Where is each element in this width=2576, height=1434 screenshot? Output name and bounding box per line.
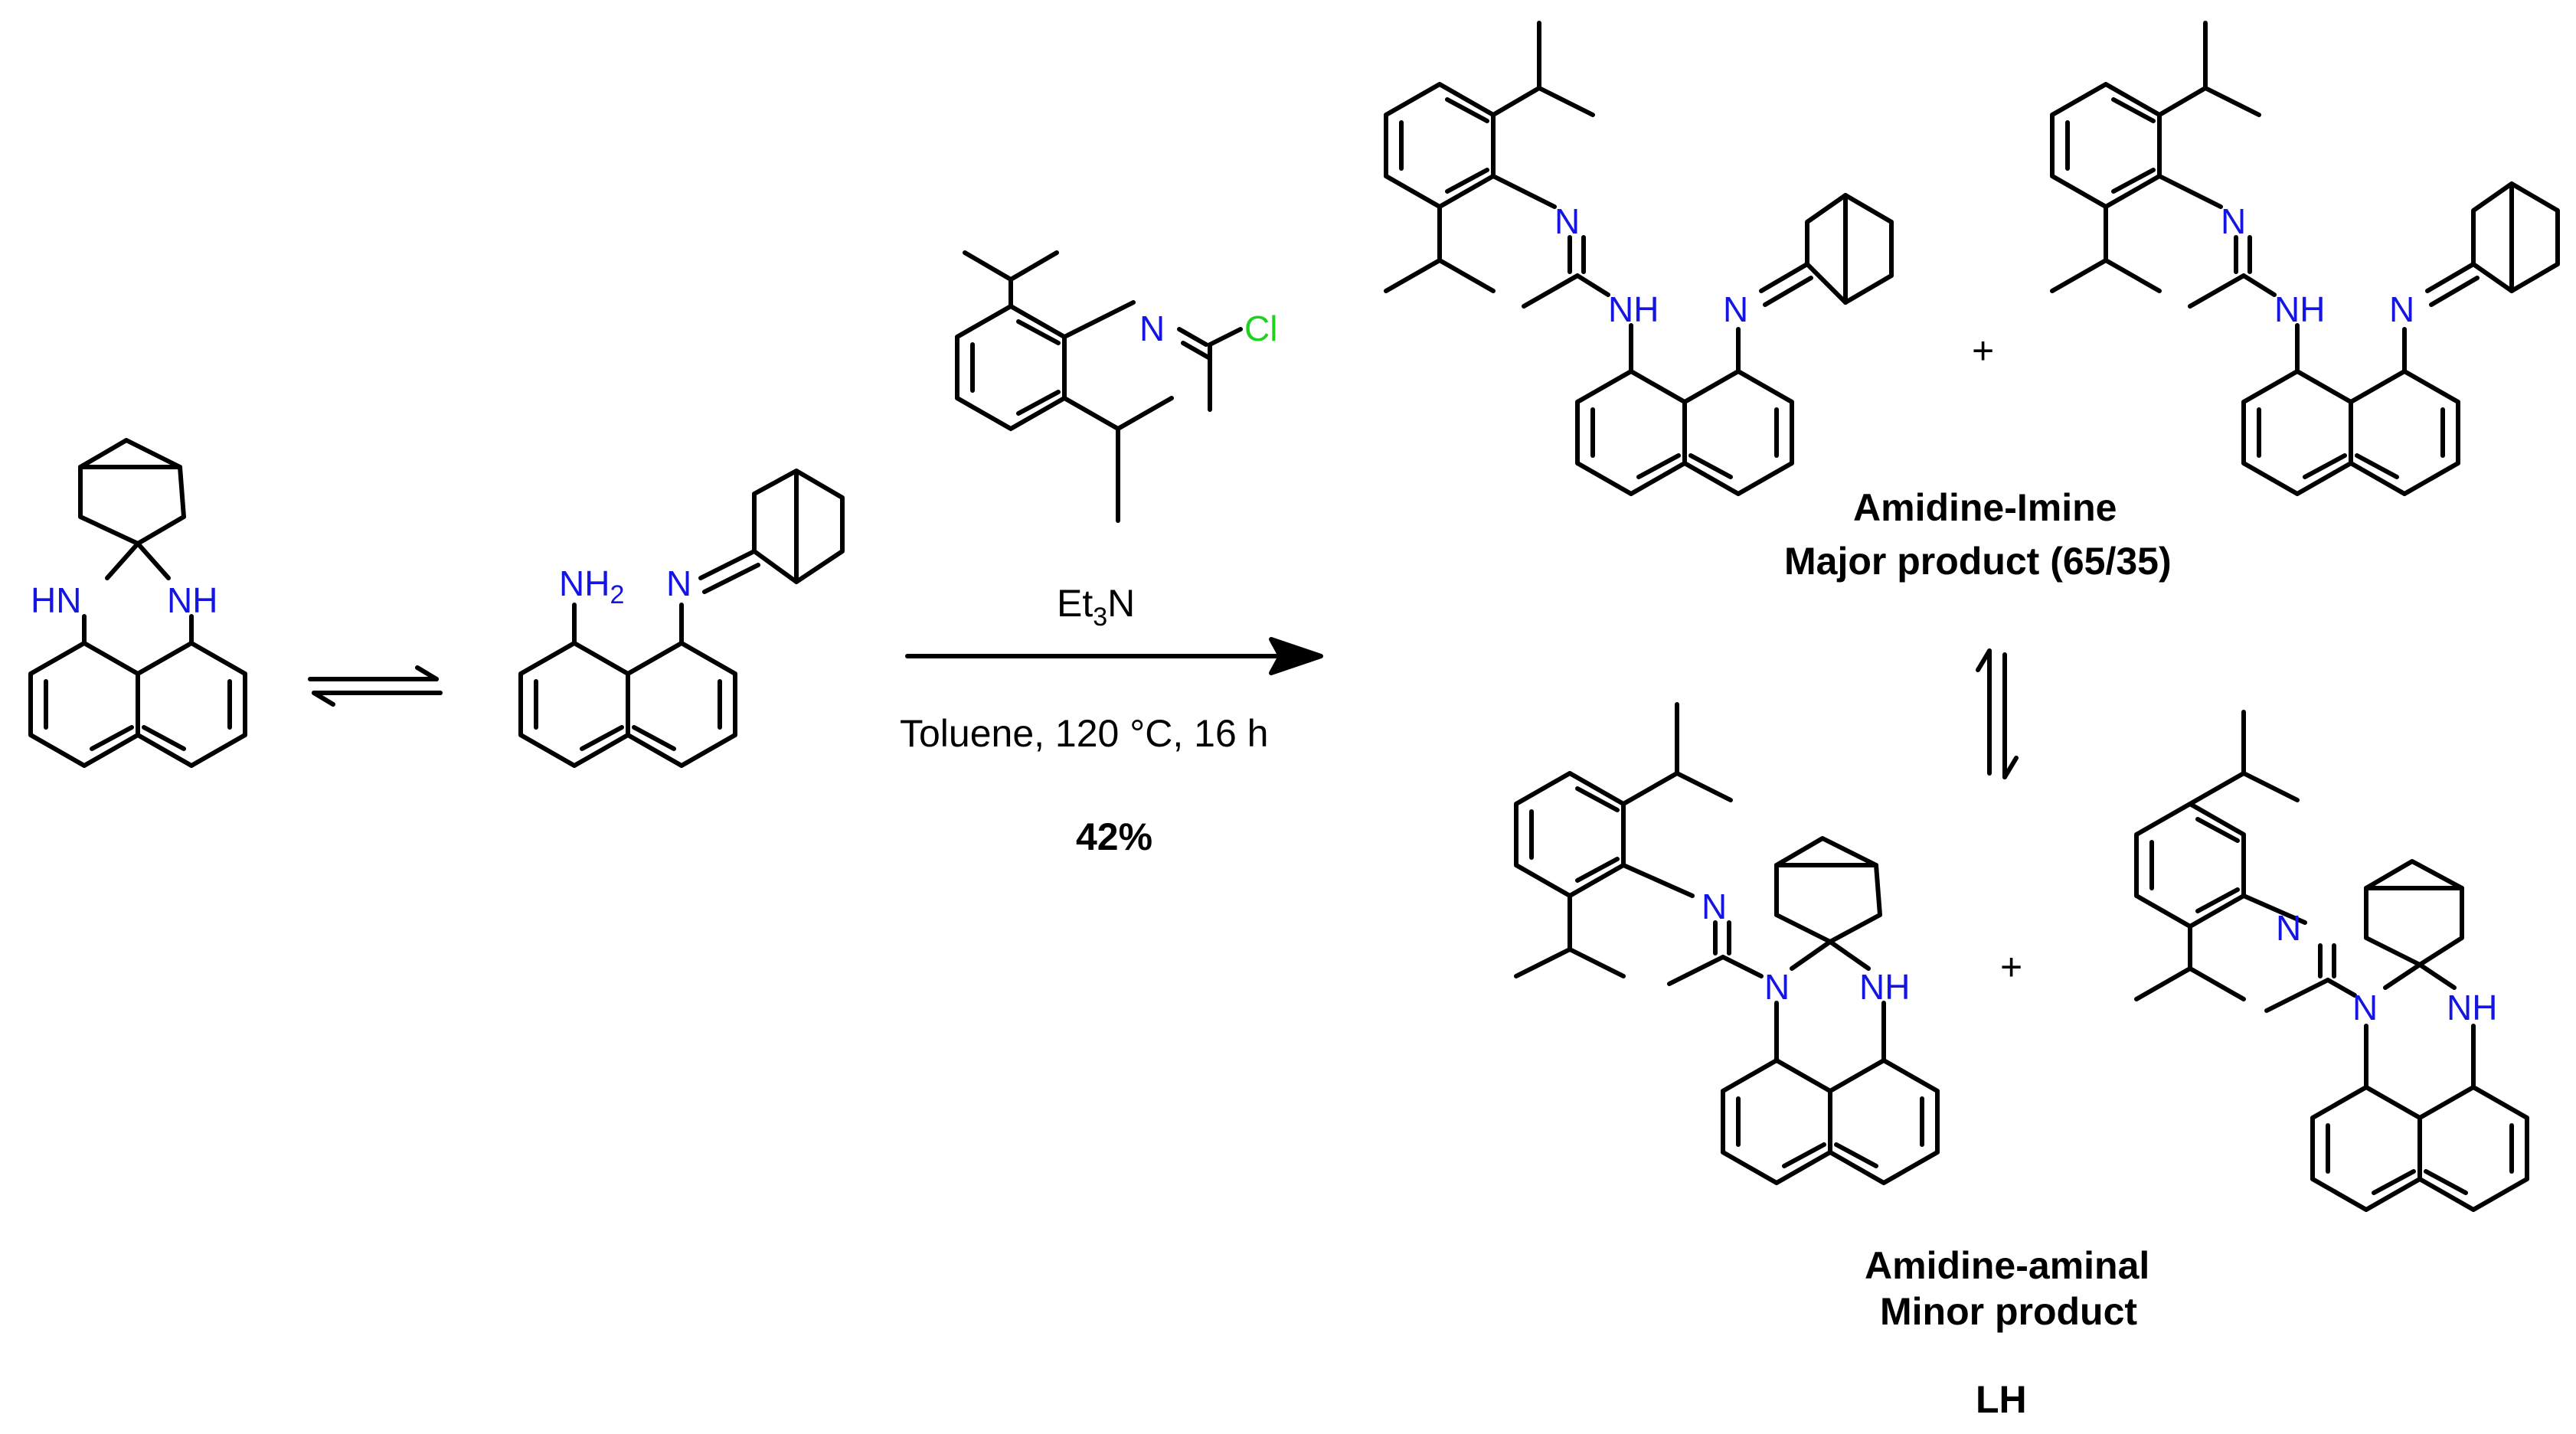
amidine-n-label: N	[2221, 201, 2246, 241]
minor-product-title: Amidine-aminal	[1865, 1244, 2149, 1287]
amidine-nh-label: NH	[1608, 289, 1659, 329]
imine-n-label: N	[666, 563, 691, 603]
reagent-n-label: N	[1139, 309, 1165, 348]
aminal-n-label: N	[1764, 967, 1790, 1007]
amidine-imine-product-1: N NH N	[1384, 21, 1894, 496]
spiro-aminal-molecule: HN NH	[28, 438, 247, 768]
aminal-nh-label: NH	[1859, 967, 1910, 1007]
major-product-title: Amidine-Imine	[1853, 486, 2117, 529]
amidine-aminal-product-2: N N NH	[2134, 710, 2529, 1212]
amidine-n-label: N	[1554, 201, 1580, 241]
amidine-n-label: N	[1702, 887, 1727, 926]
nh-label: NH	[167, 580, 217, 620]
aminal-n-label: N	[2352, 988, 2378, 1027]
amidine-n-label: N	[2276, 908, 2301, 948]
amidine-imine-product-2: N NH N	[2050, 21, 2560, 496]
plus-sign-bottom: +	[2000, 946, 2022, 988]
yield-label: 42%	[1076, 815, 1152, 858]
equilibrium-arrows-vertical	[1976, 648, 2019, 779]
hn-label: HN	[31, 580, 81, 620]
major-product-subtitle: Major product (65/35)	[1784, 540, 2172, 583]
aminal-nh-label: NH	[2447, 988, 2497, 1027]
conditions-label: Toluene, 120 °C, 16 h	[900, 712, 1268, 755]
reaction-arrow	[905, 637, 1323, 675]
imidoyl-chloride-reagent: N Cl	[955, 250, 1277, 523]
chlorine-label: Cl	[1244, 309, 1277, 348]
amino-imine-molecule: NH2 N	[518, 469, 845, 768]
imine-n-label: N	[2389, 289, 2414, 329]
ligand-label: LH	[1976, 1378, 2027, 1421]
amidine-aminal-product-1: N N NH	[1514, 702, 1940, 1185]
minor-product-subtitle: Minor product	[1880, 1290, 2137, 1333]
imine-n-label: N	[1723, 289, 1748, 329]
equilibrium-arrows-left	[308, 665, 443, 707]
amidine-nh-label: NH	[2274, 289, 2325, 329]
base-label: Et3N	[1057, 582, 1135, 632]
plus-sign-top: +	[1972, 329, 1994, 372]
nh2-label: NH2	[559, 563, 624, 609]
